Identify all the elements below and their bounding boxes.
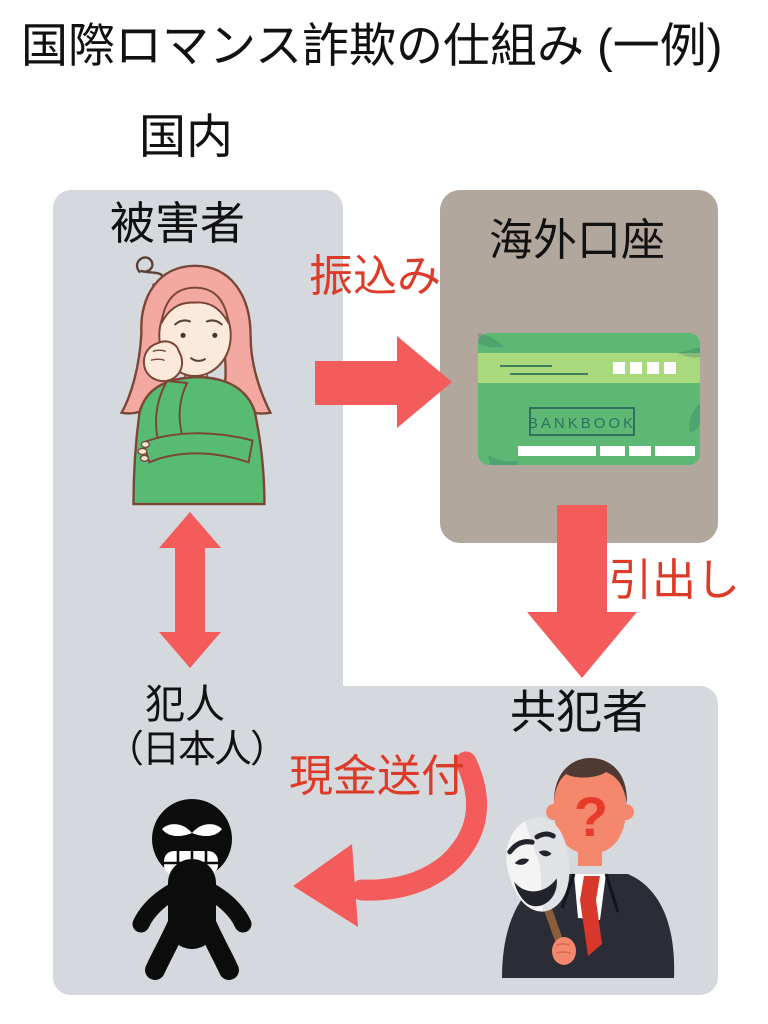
criminal-sublabel: （日本人）	[106, 729, 288, 771]
cash-delivery-flow-label: 現金送付	[289, 752, 465, 801]
victim-label: 被害者	[110, 198, 246, 249]
transfer-flow-label: 振込み	[309, 252, 441, 301]
page-title: 国際ロマンス詐欺の仕組み (一例)	[21, 19, 723, 72]
accomplice-label: 共犯者	[510, 686, 648, 738]
overseas-account-label: 海外口座	[489, 216, 665, 265]
criminal-label: 犯人	[145, 683, 225, 727]
withdrawal-flow-label: 引出し	[608, 556, 740, 605]
domestic-region-label: 国内	[139, 110, 233, 163]
